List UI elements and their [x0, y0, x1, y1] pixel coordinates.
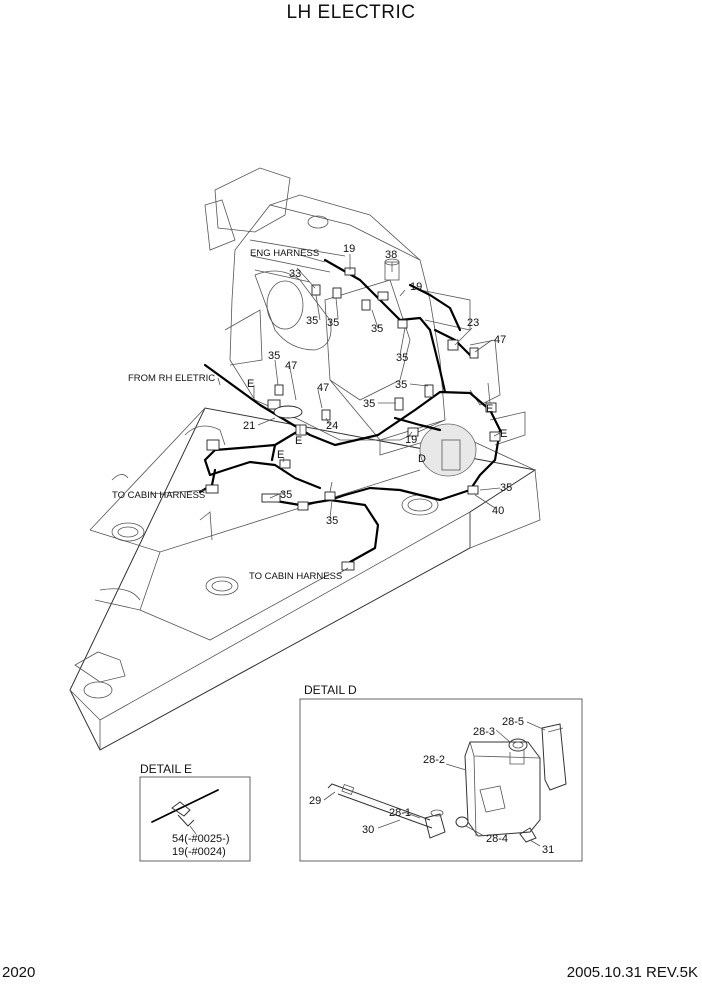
detail-d-28-2: 28-2: [423, 754, 445, 766]
callout-35f: 35: [395, 379, 407, 391]
callout-24: 24: [326, 420, 338, 432]
callout-47c: 47: [317, 382, 329, 394]
callout-19a: 19: [343, 243, 355, 255]
detail-e-line1: 54(-#0025-): [172, 833, 229, 845]
callout-35i: 35: [280, 489, 292, 501]
callout-33: 33: [289, 268, 301, 280]
page-number: 2020: [2, 964, 36, 981]
callout-35e: 35: [268, 350, 280, 362]
detail-d-28-3: 28-3: [473, 726, 495, 738]
detail-e-title: DETAIL E: [140, 762, 192, 776]
detail-d-28-4: 28-4: [486, 833, 508, 845]
to-cabin-note-2: TO CABIN HARNESS: [249, 571, 342, 582]
callout-47b: 47: [285, 360, 297, 372]
wire-harness: [198, 258, 502, 564]
to-cabin-note-1: TO CABIN HARNESS: [112, 490, 205, 501]
callout-e1: E: [247, 378, 254, 390]
callout-e4: E: [500, 428, 507, 440]
detail-e-line2: 19(-#0024): [172, 846, 226, 858]
detail-d-31: 31: [542, 844, 554, 856]
callout-47a: 47: [494, 334, 506, 346]
detail-d-28-1: 28-1: [389, 807, 411, 819]
callout-19b: 19: [410, 281, 422, 293]
detail-d-title: DETAIL D: [304, 683, 357, 697]
detail-e: DETAIL E 54(-#0025-) 19(-#0024): [139, 762, 251, 862]
callout-23: 23: [467, 317, 479, 329]
callout-35b: 35: [327, 317, 339, 329]
detail-d-29: 29: [309, 795, 321, 807]
leader-lines: [149, 254, 501, 575]
callout-labels: ENG HARNESS FROM RH ELETRIC TO CABIN HAR…: [112, 243, 512, 582]
callout-35g: 35: [363, 398, 375, 410]
callout-19c: 19: [405, 434, 417, 446]
callout-35h: 35: [500, 482, 512, 494]
callout-35a: 35: [306, 315, 318, 327]
page-title: LH ELECTRIC: [286, 2, 416, 23]
callout-35d: 35: [396, 352, 408, 364]
frame-outline: [69, 407, 541, 751]
callout-d: D: [418, 453, 426, 465]
eng-harness-note: ENG HARNESS: [250, 248, 319, 259]
callout-e2: E: [486, 403, 493, 415]
callout-38: 38: [385, 249, 397, 261]
detail-d-30: 30: [362, 824, 374, 836]
callout-35c: 35: [371, 323, 383, 335]
detail-d: DETAIL D 28-3 28-5 28-2 29 28-1 30 28-4 …: [299, 683, 583, 862]
from-rh-note: FROM RH ELETRIC: [128, 373, 215, 384]
engine-outline: [204, 167, 526, 456]
callout-35j: 35: [326, 515, 338, 527]
callout-40: 40: [492, 505, 504, 517]
callout-e3: E: [295, 435, 302, 447]
callout-21: 21: [243, 420, 255, 432]
date-revision: 2005.10.31 REV.5K: [566, 964, 698, 981]
detail-d-28-5: 28-5: [502, 716, 524, 728]
reservoir-d: [419, 423, 477, 477]
clips: [205, 267, 501, 571]
callout-e5: E: [277, 449, 284, 461]
